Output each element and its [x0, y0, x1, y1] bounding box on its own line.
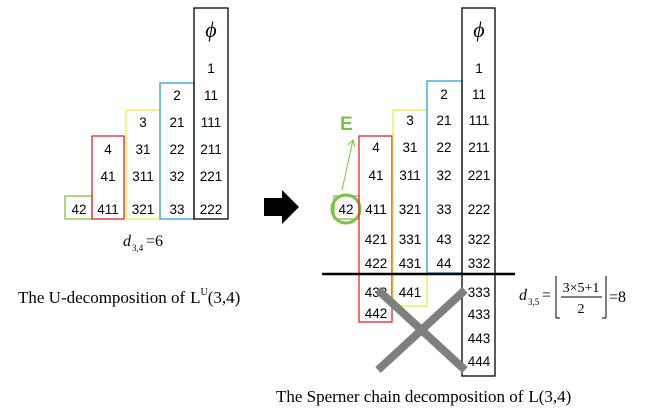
right-d-denominator: 2: [578, 302, 585, 317]
right-black-chain-box: [461, 7, 496, 377]
right-d-symbol: d: [519, 287, 528, 304]
right-black-cell: 211: [468, 140, 490, 155]
right-yellow-cell: 321: [399, 202, 422, 217]
left-red-column: 4 41 411: [97, 142, 119, 217]
right-black-cell: 322: [468, 232, 491, 247]
left-black-cell: 222: [200, 202, 223, 217]
right-black-cell: 11: [472, 87, 486, 102]
right-black-cell: 1: [475, 61, 483, 76]
right-red-cell: 442: [365, 306, 388, 321]
left-d-symbol: d: [123, 233, 132, 250]
right-yellow-cell: 431: [399, 256, 422, 271]
right-highlight-circle: [330, 193, 362, 225]
left-black-column: 1 11 111 211 221 222: [200, 61, 223, 217]
right-yellow-cell: 3: [406, 113, 414, 128]
left-red-cell: 4: [104, 142, 112, 157]
right-blue-cell: 43: [436, 232, 451, 247]
right-red-chain-box: [358, 135, 393, 323]
right-d-value: =8: [609, 289, 626, 306]
right-yellow-cell: 331: [399, 232, 422, 247]
right-black-cell: 111: [469, 113, 490, 128]
left-black-cell: 111: [201, 115, 222, 130]
left-caption-args: (3,4): [208, 288, 241, 307]
right-black-column: 1 11 111 211 221 222 322 332 333 433 443…: [468, 61, 491, 369]
left-black-cell: 211: [200, 142, 222, 157]
right-black-cell: 222: [468, 202, 491, 217]
right-d-numerator: 3×5+1: [563, 281, 600, 296]
right-black-cell: 332: [468, 256, 491, 271]
left-blue-cell: 33: [169, 202, 184, 217]
left-black-chain-box: [193, 7, 229, 220]
left-red-cell: 411: [97, 202, 119, 217]
left-red-cell: 41: [100, 169, 115, 184]
right-blue-cell: 32: [436, 168, 451, 183]
right-blue-cell: 33: [436, 202, 451, 217]
e-label: E: [340, 114, 353, 135]
right-blue-column: 2 21 22 32 33 43 44: [436, 87, 452, 271]
left-blue-column: 2 21 22 32 33: [169, 88, 184, 217]
right-blue-cell: 22: [436, 140, 451, 155]
right-black-cell: 333: [468, 285, 491, 300]
left-blue-cell: 2: [173, 88, 181, 103]
left-black-cell: 221: [200, 169, 223, 184]
right-d-subscript: 3,5: [528, 297, 540, 307]
right-sperner-decomposition: ϕ 1 11 111 211 221 222 322 332 333 433 4…: [276, 7, 626, 406]
right-caption-math: L: [528, 387, 538, 406]
left-caption-prefix: The U-decomposition of: [18, 288, 185, 307]
left-blue-cell: 22: [169, 142, 184, 157]
left-red-chain-box: [91, 135, 125, 220]
left-black-cell: 1: [207, 61, 215, 76]
right-arrow-icon: [264, 190, 299, 224]
right-red-cell: 422: [365, 256, 388, 271]
e-arrow-head-icon: [347, 139, 356, 148]
left-blue-cell: 21: [169, 115, 184, 130]
right-yellow-cell: 311: [399, 168, 421, 183]
left-yellow-cell: 311: [132, 169, 154, 184]
left-green-cell: 42: [71, 202, 86, 217]
right-yellow-column: 3 31 311 321 331 431 441: [399, 113, 422, 300]
left-phi-symbol: ϕ: [205, 17, 216, 42]
right-d-equals: =: [542, 287, 551, 304]
cross-out-icon-stroke-b: [375, 287, 468, 373]
left-yellow-column: 3 31 311 321: [132, 115, 155, 217]
left-caption-math: L: [190, 288, 200, 307]
right-d-formula: d 3,5 = 3×5+1 2 =8: [519, 276, 626, 319]
left-yellow-cell: 31: [135, 142, 150, 157]
left-caption-sup: U: [201, 287, 209, 298]
right-yellow-cell: 441: [399, 285, 422, 300]
left-d-subscript: 3,4: [132, 243, 144, 253]
right-red-cell: 421: [365, 232, 388, 247]
right-yellow-cell: 31: [402, 140, 417, 155]
right-red-cell: 41: [368, 168, 383, 183]
left-yellow-cell: 321: [132, 202, 155, 217]
right-black-cell: 221: [468, 168, 491, 183]
left-d-value: =6: [146, 233, 163, 250]
right-caption-prefix: The Sperner chain decomposition of: [276, 387, 524, 406]
right-caption-args: (3,4): [539, 387, 572, 406]
right-blue-cell: 21: [436, 113, 451, 128]
right-red-cell: 411: [365, 202, 387, 217]
right-black-cell: 433: [468, 307, 491, 322]
left-d-formula: d 3,4 =6: [123, 233, 163, 253]
right-blue-cell: 2: [440, 87, 448, 102]
left-yellow-cell: 3: [139, 115, 147, 130]
left-black-cell: 11: [204, 88, 218, 103]
right-black-cell: 444: [468, 354, 491, 369]
right-blue-cell: 44: [436, 256, 452, 271]
right-red-cell: 4: [372, 140, 380, 155]
right-phi-symbol: ϕ: [473, 17, 484, 42]
left-blue-cell: 32: [169, 169, 184, 184]
right-black-cell: 443: [468, 331, 491, 346]
e-arrow-line: [341, 139, 354, 191]
left-u-decomposition: ϕ 1 11 111 211 221 222 2 21 22 32 33 3 3…: [18, 7, 240, 307]
right-green-cell: 42: [338, 202, 353, 217]
left-caption: The U-decomposition of LU(3,4): [18, 287, 240, 307]
